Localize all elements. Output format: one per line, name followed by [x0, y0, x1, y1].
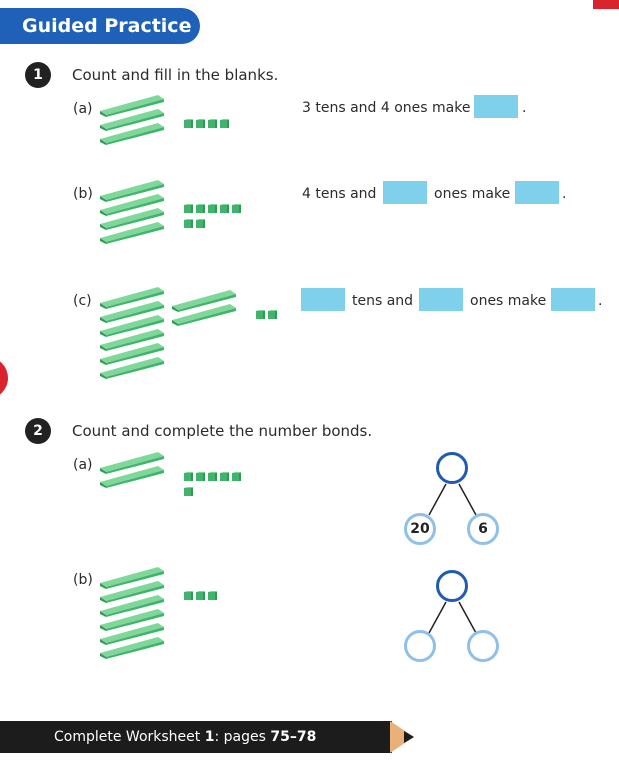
tens-rod: [100, 609, 164, 631]
ones-cube: [184, 213, 193, 228]
ones-cube: [184, 466, 193, 481]
question-number-2: 2: [25, 418, 51, 444]
tens-rod: [100, 222, 164, 244]
question-1-instruction: Count and fill in the blanks.: [72, 66, 279, 84]
ones-cube: [232, 466, 241, 481]
q1b-ones-cubes-row1: [184, 198, 241, 213]
question-2-instruction: Count and complete the number bonds.: [72, 422, 373, 440]
q1b-tens-rods: [100, 180, 170, 270]
q2a-label: (a): [73, 457, 93, 473]
q1a-period: .: [522, 100, 527, 116]
ones-cube: [256, 304, 265, 319]
q1c-answer-box-tens[interactable]: [301, 288, 345, 311]
q2b-bond-part-right[interactable]: [467, 630, 499, 662]
q2b-bond-lines: [428, 601, 477, 634]
q2a-ones-cubes-row1: [184, 466, 241, 481]
tens-rod: [100, 315, 164, 337]
q1b-period: .: [562, 186, 567, 202]
ones-cube: [196, 213, 205, 228]
tens-rod: [100, 343, 164, 365]
section-title: Guided Practice: [22, 15, 192, 37]
q1c-period: .: [598, 293, 603, 309]
footer-worksheet-number: 1: [204, 729, 215, 745]
worksheet-footer: Complete Worksheet 1: pages 75–78: [0, 721, 392, 753]
ones-cube: [196, 585, 205, 600]
q2b-tens-rods: [100, 567, 170, 667]
tens-rod: [100, 637, 164, 659]
ones-cube: [232, 198, 241, 213]
tens-rod: [100, 123, 164, 145]
section-banner: Guided Practice: [0, 8, 200, 44]
q1c-answer-box-total[interactable]: [551, 288, 595, 311]
ones-cube: [208, 466, 217, 481]
question-number-1: 1: [25, 62, 51, 88]
q1b-label: (b): [73, 186, 93, 202]
tens-rod: [100, 329, 164, 351]
ones-cube: [196, 198, 205, 213]
q2a-ones-cubes-row2: [184, 481, 193, 496]
footer-pages: 75–78: [270, 729, 317, 745]
ones-cube: [196, 466, 205, 481]
ones-cube: [184, 113, 193, 128]
q1b-answer-box-ones[interactable]: [383, 181, 427, 204]
q1c-answer-box-ones[interactable]: [419, 288, 463, 311]
tens-rod: [172, 290, 236, 312]
tens-rod: [100, 581, 164, 603]
q1c-ones-cubes: [256, 304, 277, 319]
tens-rod: [100, 357, 164, 379]
q2b-ones-cubes: [184, 585, 217, 600]
q1c-text1: tens and: [352, 293, 414, 309]
footer-prefix: Complete Worksheet: [54, 729, 205, 745]
q2b-label: (b): [73, 572, 93, 588]
tens-rod: [100, 595, 164, 617]
q2b-bond-whole[interactable]: [436, 570, 468, 602]
tens-rod: [100, 301, 164, 323]
q1b-answer-box-total[interactable]: [515, 181, 559, 204]
tens-rod: [100, 208, 164, 230]
tens-rod: [100, 452, 164, 474]
ones-cube: [268, 304, 277, 319]
q2a-bond-whole[interactable]: [436, 452, 468, 484]
tens-rod: [172, 304, 236, 326]
ones-cube: [208, 585, 217, 600]
tens-rod: [100, 287, 164, 309]
tens-rod: [100, 95, 164, 117]
q2a-bond-lines: [428, 483, 477, 516]
q2a-bond-part-right: 6: [467, 513, 499, 545]
ones-cube: [184, 481, 193, 496]
tens-rod: [100, 109, 164, 131]
tens-rod: [100, 194, 164, 216]
q2a-bond-part-left: 20: [404, 513, 436, 545]
side-tab: [0, 357, 8, 399]
ones-cube: [220, 466, 229, 481]
q1c-tens-rods-group1: [100, 287, 170, 387]
tens-rod: [100, 180, 164, 202]
q1a-ones-cubes: [184, 113, 229, 128]
ones-cube: [184, 198, 193, 213]
ones-cube: [196, 113, 205, 128]
q1b-text1: 4 tens and: [302, 186, 377, 202]
tens-rod: [100, 567, 164, 589]
ones-cube: [208, 198, 217, 213]
ones-cube: [220, 198, 229, 213]
ones-cube: [208, 113, 217, 128]
q1c-tens-rods-group2: [172, 290, 242, 340]
tens-rod: [100, 466, 164, 488]
q1b-ones-cubes-row2: [184, 213, 205, 228]
q1a-answer-box[interactable]: [474, 95, 518, 118]
tens-rod: [100, 623, 164, 645]
ones-cube: [220, 113, 229, 128]
q1c-text2: ones make: [470, 293, 547, 309]
q2a-tens-rods: [100, 452, 170, 502]
ones-cube: [184, 585, 193, 600]
q1a-label: (a): [73, 101, 93, 117]
q1b-text2: ones make: [434, 186, 511, 202]
q1a-sentence: 3 tens and 4 ones make: [302, 100, 471, 116]
footer-mid: : pages: [214, 729, 271, 745]
q1a-tens-rods: [100, 95, 170, 165]
q1c-label: (c): [73, 293, 92, 309]
footer-pencil-tip-icon: [390, 721, 414, 753]
corner-tab: [593, 0, 619, 9]
q2b-bond-part-left[interactable]: [404, 630, 436, 662]
